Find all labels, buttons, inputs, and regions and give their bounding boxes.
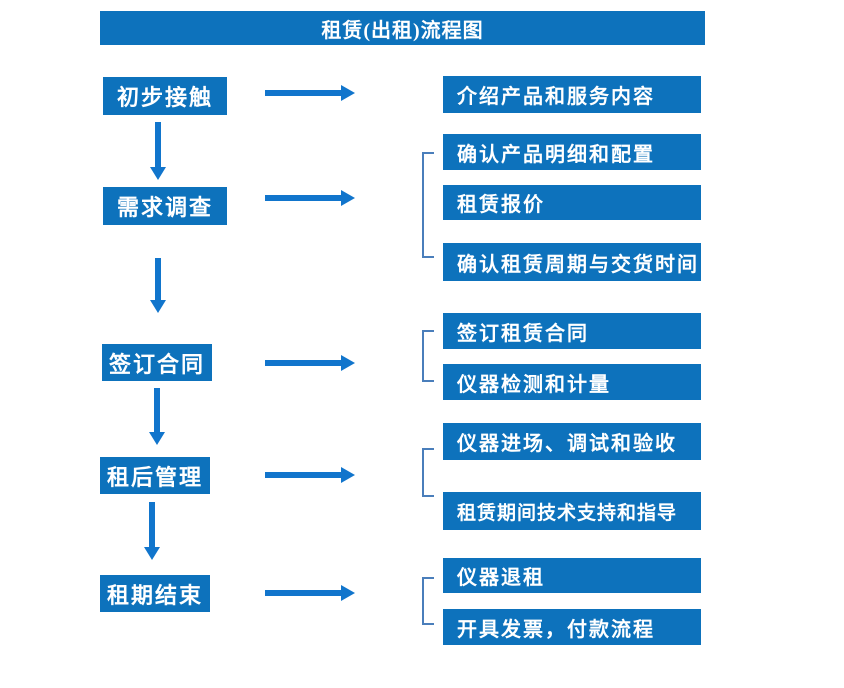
bracket-group-post-rental xyxy=(422,448,434,497)
detail-box-confirm-period-delivery: 确认租赁周期与交货时间 xyxy=(443,243,701,281)
detail-box-instrument-return: 仪器退租 xyxy=(443,558,701,593)
arrow-right-icon xyxy=(265,355,355,371)
detail-box-sign-rental-contract: 签订租赁合同 xyxy=(443,313,701,349)
arrow-down-icon xyxy=(149,388,165,445)
detail-box-instrument-setup-acceptance: 仪器进场、调试和验收 xyxy=(443,423,701,460)
bracket-group-rental-end xyxy=(422,577,434,625)
detail-box-instrument-testing: 仪器检测和计量 xyxy=(443,364,701,400)
step-box-rental-end: 租期结束 xyxy=(100,575,210,612)
arrow-shaft xyxy=(154,388,160,432)
step-box-sign-contract: 签订合同 xyxy=(102,344,212,381)
detail-box-introduce-products: 介绍产品和服务内容 xyxy=(443,76,701,113)
arrow-head xyxy=(341,355,355,371)
arrow-head xyxy=(341,467,355,483)
detail-box-tech-support: 租赁期间技术支持和指导 xyxy=(443,492,701,530)
arrow-head xyxy=(341,585,355,601)
arrow-shaft xyxy=(265,195,341,201)
arrow-shaft xyxy=(155,258,161,300)
arrow-down-icon xyxy=(144,502,160,560)
arrow-shaft xyxy=(265,360,341,366)
arrow-right-icon xyxy=(265,585,355,601)
detail-box-invoice-payment: 开具发票，付款流程 xyxy=(443,609,701,645)
arrow-head xyxy=(150,167,166,180)
arrow-head xyxy=(149,432,165,445)
diagram-title: 租赁(出租)流程图 xyxy=(100,11,705,45)
step-box-initial-contact: 初步接触 xyxy=(103,77,227,115)
arrow-right-icon xyxy=(265,467,355,483)
arrow-shaft xyxy=(149,502,155,547)
arrow-right-icon xyxy=(265,190,355,206)
bracket-group-demand-survey xyxy=(422,152,434,258)
arrow-head xyxy=(144,547,160,560)
step-box-post-rental-management: 租后管理 xyxy=(100,457,210,494)
arrow-shaft xyxy=(265,590,341,596)
bracket-group-sign-contract xyxy=(422,330,434,382)
arrow-down-icon xyxy=(150,122,166,180)
arrow-shaft xyxy=(265,90,341,96)
arrow-shaft xyxy=(155,122,161,167)
detail-box-confirm-product-config: 确认产品明细和配置 xyxy=(443,134,701,170)
arrow-right-icon xyxy=(265,85,355,101)
step-box-demand-survey: 需求调查 xyxy=(103,187,227,225)
arrow-head xyxy=(341,190,355,206)
arrow-head xyxy=(150,300,166,313)
arrow-down-icon xyxy=(150,258,166,313)
arrow-shaft xyxy=(265,472,341,478)
detail-box-rental-quotation: 租赁报价 xyxy=(443,185,701,220)
arrow-head xyxy=(341,85,355,101)
